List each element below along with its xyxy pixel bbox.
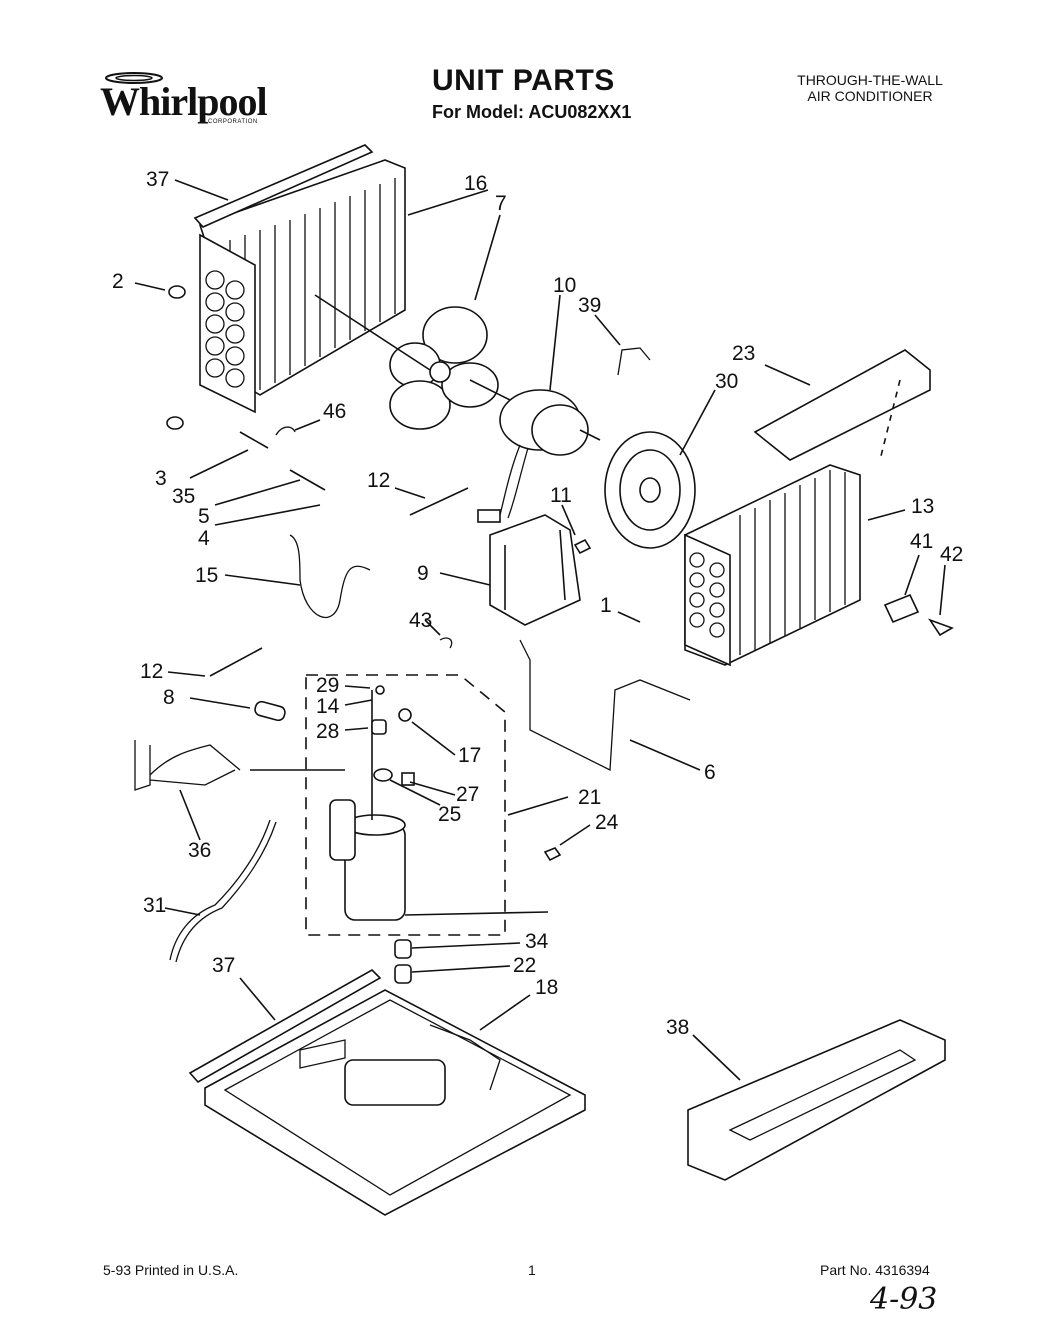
callout-43: 43	[409, 609, 432, 632]
callout-31: 31	[143, 894, 166, 917]
callout-12: 12	[367, 469, 390, 492]
wire-tie-2	[209, 647, 263, 677]
callout-23: 23	[732, 342, 755, 365]
callout-13: 13	[911, 495, 934, 518]
compressor	[329, 690, 406, 921]
callout-41: 41	[910, 530, 933, 553]
blower-wheel	[604, 431, 696, 549]
sleeve-part	[254, 700, 286, 722]
print-date: 5-93 Printed in U.S.A.	[103, 1262, 239, 1278]
page-number: 1	[528, 1262, 536, 1278]
product-line-1: THROUGH-THE-WALL	[797, 72, 943, 88]
callout-1: 1	[600, 594, 612, 617]
callout-16: 16	[464, 172, 487, 195]
callout-6: 6	[704, 761, 716, 784]
grommet-part-2	[166, 416, 184, 430]
thermostat-sensor	[239, 431, 269, 449]
compressor-assembly-boundary	[305, 674, 506, 936]
callout-28: 28	[316, 720, 339, 743]
thermostat-bracket	[883, 593, 920, 624]
callout-21: 21	[578, 786, 601, 809]
callout-39: 39	[578, 294, 601, 317]
whirlpool-logo: Whirlpool CORPORATION	[100, 70, 270, 132]
wire-clip	[617, 347, 651, 376]
leader-lines	[134, 179, 946, 1081]
callout-14: 14	[316, 695, 340, 718]
callout-37b: 37	[212, 954, 235, 977]
callout-36: 36	[188, 839, 211, 862]
model-subtitle: For Model: ACU082XX1	[432, 102, 632, 122]
callout-35: 35	[172, 485, 195, 508]
callout-22: 22	[513, 954, 536, 977]
evaporator-coil	[684, 464, 861, 667]
discharge-tube	[519, 639, 691, 772]
callout-34: 34	[525, 930, 549, 953]
wire-tie	[409, 487, 469, 516]
logo-swoosh-icon	[105, 72, 163, 84]
handwritten-note: 4-93	[870, 1282, 938, 1317]
callout-5: 5	[198, 505, 210, 528]
callout-18: 18	[535, 976, 558, 999]
drain-tray	[687, 1019, 946, 1181]
power-cord-2	[175, 821, 277, 963]
fan-blade	[389, 306, 499, 430]
callout-38: 38	[666, 1016, 689, 1039]
callout-24: 24	[595, 811, 619, 834]
capillary-tube	[289, 534, 371, 618]
callout-42: 42	[940, 543, 963, 566]
product-line-2: AIR CONDITIONER	[807, 88, 933, 104]
page-title: UNIT PARTS	[432, 64, 615, 97]
callout-30: 30	[715, 370, 738, 393]
callout-11: 11	[550, 484, 572, 507]
callout-8: 8	[163, 686, 175, 709]
brand-name: Whirlpool	[100, 79, 268, 124]
nut-part	[573, 538, 592, 555]
callout-12b: 12	[140, 660, 163, 683]
callout-7: 7	[495, 192, 507, 215]
callout-3: 3	[155, 467, 167, 490]
fan-motor	[469, 379, 601, 523]
callout-labels: 37 16 7 2 10 39 23 30 3 46 35 5 4 12 11 …	[112, 168, 963, 1039]
clip-part	[927, 618, 954, 637]
air-shroud	[753, 349, 931, 461]
nut-24	[543, 847, 562, 862]
callout-25: 25	[438, 803, 461, 826]
clip-46	[275, 426, 296, 436]
grommet-34	[394, 939, 412, 959]
callout-10: 10	[553, 274, 576, 297]
brand-sub: CORPORATION	[208, 119, 258, 125]
callout-15: 15	[195, 564, 218, 587]
condenser-coil	[198, 159, 406, 414]
callout-27: 27	[456, 783, 479, 806]
product-type: THROUGH-THE-WALL AIR CONDITIONER	[770, 72, 970, 104]
coil-bracket-bottom	[188, 969, 382, 1084]
coil-bracket-top	[193, 144, 374, 228]
valve-parts	[371, 685, 415, 786]
callout-29: 29	[316, 674, 339, 697]
motor-mount	[489, 514, 581, 626]
callout-2: 2	[112, 270, 124, 293]
wiring-harness	[134, 740, 241, 791]
callout-46: 46	[323, 400, 346, 423]
grommet-22	[394, 964, 412, 984]
part-number: Part No. 4316394	[820, 1262, 930, 1278]
sensor-tube	[289, 469, 326, 491]
callout-17: 17	[458, 744, 481, 767]
callout-37: 37	[146, 168, 169, 191]
callout-4: 4	[198, 527, 210, 550]
clip-43	[439, 637, 453, 649]
base-pan	[204, 989, 586, 1216]
power-cord	[169, 819, 271, 961]
grommet-part	[168, 285, 186, 299]
callout-9: 9	[417, 562, 429, 585]
